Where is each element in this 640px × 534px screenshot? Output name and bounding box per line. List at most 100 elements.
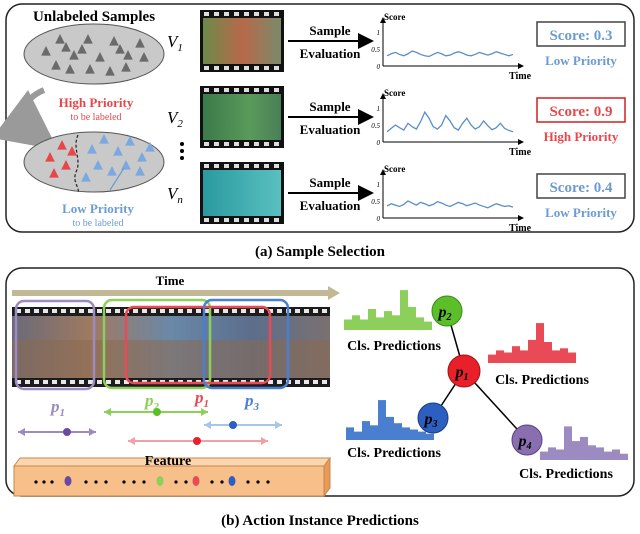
node-p2: p2: [431, 295, 463, 327]
node-sub: 3: [432, 419, 438, 430]
proposal-label-sub: 1: [60, 407, 66, 419]
histogram-bar: [496, 350, 504, 363]
histogram-bar: [552, 350, 560, 363]
feature-dots: [34, 476, 270, 486]
node-sub: 2: [446, 312, 452, 323]
film-hole: [234, 66, 239, 70]
node-p2-circle: [431, 295, 463, 327]
score-box: [536, 21, 626, 47]
ellipsis-dot: [180, 142, 184, 146]
film-hole: [234, 142, 239, 146]
feature-dot: [256, 480, 260, 484]
feature-dot: [94, 480, 98, 484]
film-hole: [322, 380, 327, 384]
film-hole: [234, 88, 239, 92]
film-hole: [178, 309, 183, 313]
feature-dot: [132, 480, 136, 484]
film-hole: [268, 309, 273, 313]
histogram-bar: [354, 431, 362, 440]
score-tick-label: 0.5: [371, 122, 380, 130]
feature-dot: [42, 480, 46, 484]
film-hole: [234, 12, 239, 16]
priority-label: Low Priority: [545, 205, 617, 220]
proposal-label-p1-red: p1: [193, 388, 209, 410]
node-base: p: [437, 304, 447, 321]
film-hole: [25, 380, 30, 384]
ellipsis-dot: [180, 156, 184, 160]
film-hole: [61, 380, 66, 384]
node-base: p: [454, 364, 464, 381]
histogram-bar: [564, 426, 572, 460]
histogram-bar: [346, 427, 354, 440]
priority-label: High Priority: [544, 129, 619, 144]
histogram-bar: [400, 290, 408, 330]
film-hole: [16, 309, 21, 313]
film-hole: [254, 66, 259, 70]
node-sub: 1: [464, 372, 469, 383]
sample-label: Sample: [309, 175, 350, 190]
video-label-sub: n: [177, 194, 183, 206]
sample-triangle: [51, 60, 61, 70]
score-value: Score: 0.9: [549, 104, 612, 120]
histogram-red: Cls. Predictions: [488, 323, 589, 388]
cls-predictions-label: Cls. Predictions: [495, 373, 589, 388]
histogram-bar: [612, 449, 620, 460]
film-hole: [244, 66, 249, 70]
histogram-bar: [362, 421, 370, 440]
score-box: [536, 97, 626, 123]
histogram-bar: [408, 306, 416, 330]
feature-dot: [174, 480, 178, 484]
score-curve: [386, 50, 514, 58]
histogram-bar: [488, 354, 496, 363]
score-curve: [386, 110, 514, 133]
decision-boundary: [74, 134, 79, 193]
histogram-bar: [560, 348, 568, 363]
histogram-bar: [520, 350, 528, 363]
film-hole: [34, 309, 39, 313]
film-hole: [274, 66, 279, 70]
film-hole: [264, 164, 269, 168]
low-priority-triangle: [81, 172, 91, 182]
sample-triangle: [55, 34, 65, 44]
proposal-box-blue: [202, 298, 290, 390]
low-priority-label: Low Priority: [62, 201, 134, 216]
feature-dot: [142, 480, 146, 484]
film-hole: [79, 380, 84, 384]
proposal-box-red: [124, 305, 272, 385]
film-hole: [204, 218, 209, 222]
film-hole: [274, 164, 279, 168]
film-hole: [254, 142, 259, 146]
proposal-label-base: p: [143, 391, 154, 410]
film-hole: [88, 309, 93, 313]
sample-triangle: [65, 64, 75, 74]
node-p4-label: p4: [517, 433, 532, 452]
node-p3-circle: [417, 402, 449, 434]
time-label: Time: [156, 273, 185, 288]
film-hole: [268, 380, 273, 384]
film-hole: [214, 12, 219, 16]
histogram-bar: [360, 319, 368, 330]
histogram-bar: [402, 427, 410, 440]
evaluation-label: Evaluation: [300, 122, 361, 137]
histogram-bar: [544, 342, 552, 363]
node-p3-label: p3: [423, 411, 438, 430]
video-thumbnail: [203, 94, 281, 140]
score-tick-label: 0: [377, 215, 381, 223]
film-hole: [214, 142, 219, 146]
film-hole: [313, 309, 318, 313]
histogram-bar: [580, 436, 588, 460]
high-priority-sublabel: to be labeled: [70, 112, 121, 123]
sample-triangle: [95, 52, 105, 62]
score-tick-label: 1: [377, 181, 381, 189]
video-thumbnail: [203, 18, 281, 64]
histogram-bar: [352, 315, 360, 330]
film-hole: [304, 309, 309, 313]
proposal-label-base: p: [243, 391, 254, 410]
low-priority-triangle: [125, 136, 135, 146]
unlabeled-title: Unlabeled Samples: [33, 9, 155, 25]
video-label-base: V: [167, 108, 180, 127]
film-hole: [97, 309, 102, 313]
film-hole: [274, 12, 279, 16]
film-hole: [277, 380, 282, 384]
